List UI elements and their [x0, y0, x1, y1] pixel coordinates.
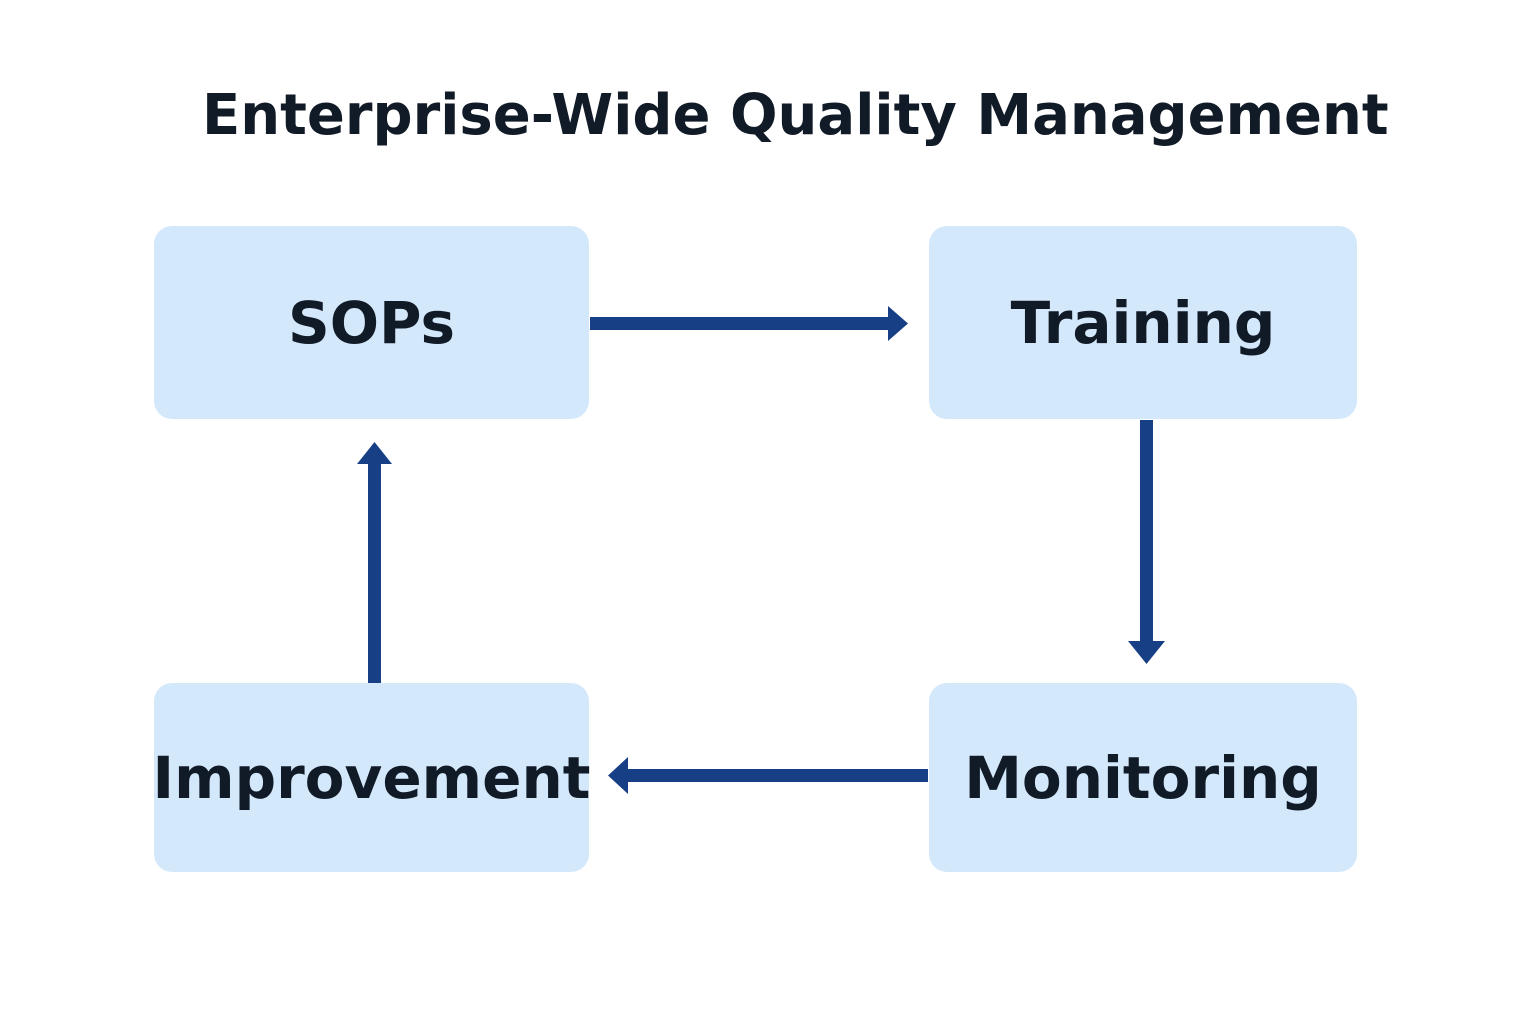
node-monitoring: Monitoring [929, 683, 1357, 872]
node-training-label: Training [1010, 288, 1276, 357]
node-training: Training [929, 226, 1357, 419]
arrow-monitoring-to-improvement [608, 757, 928, 794]
node-sops-label: SOPs [287, 288, 456, 357]
arrow-training-to-monitoring [1128, 420, 1165, 664]
arrow-improvement-to-sops [357, 442, 392, 683]
node-improvement: Improvement [152, 683, 591, 872]
node-improvement-label: Improvement [152, 743, 591, 812]
diagram-title: Enterprise-Wide Quality Management [202, 83, 1389, 148]
node-sops: SOPs [154, 226, 589, 419]
node-monitoring-label: Monitoring [964, 743, 1322, 812]
arrow-sops-to-training [590, 306, 908, 341]
